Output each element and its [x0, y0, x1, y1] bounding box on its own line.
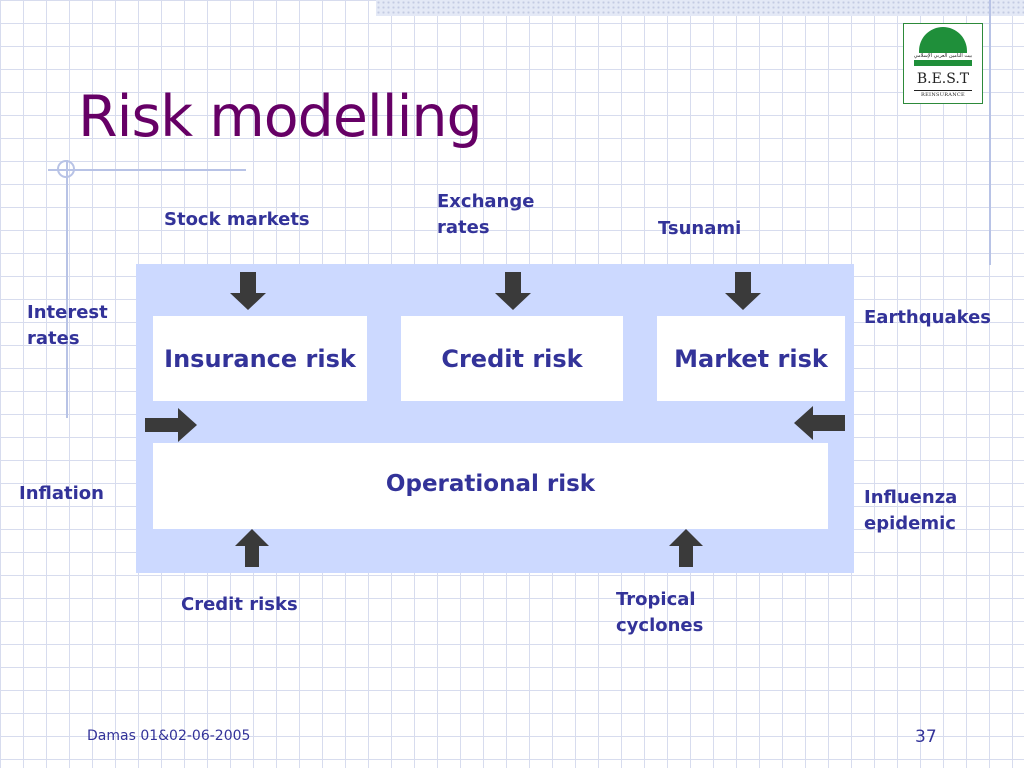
down-arrow-icon [495, 272, 531, 310]
label-credit-risks: Credit risks [181, 594, 298, 615]
operational-risk-box: Operational risk [153, 443, 828, 529]
label-exchange-rates: Exchange rates [437, 189, 534, 241]
insurance-risk-label: Insurance risk [164, 344, 356, 373]
label-tropical-line1: Tropical [616, 589, 696, 610]
title-circle-ornament [57, 160, 75, 178]
label-influenza-epidemic: Influenza epidemic [864, 485, 957, 537]
up-arrow-icon [235, 529, 269, 567]
label-exchange-rates-line1: Exchange [437, 191, 535, 212]
label-stock-markets: Stock markets [164, 209, 310, 230]
down-arrow-icon [230, 272, 266, 310]
slide-title: Risk modelling [78, 84, 483, 150]
left-vertical-rule [66, 160, 68, 418]
market-risk-box: Market risk [657, 316, 845, 401]
label-tsunami: Tsunami [658, 218, 742, 239]
label-exchange-rates-line2: rates [437, 217, 490, 238]
label-inflation: Inflation [19, 483, 104, 504]
label-interest-rates: Interest rates [27, 300, 108, 352]
right-vertical-rule [989, 0, 991, 265]
operational-risk-label: Operational risk [385, 471, 596, 497]
label-tropical-cyclones: Tropical cyclones [616, 587, 703, 639]
title-underline-rule [48, 169, 246, 171]
label-earthquakes: Earthquakes [864, 307, 991, 328]
credit-risk-box: Credit risk [401, 316, 623, 401]
top-decorative-band [376, 0, 1024, 16]
logo-name: B.E.S.T [916, 71, 970, 87]
page-number: 37 [915, 727, 937, 747]
market-risk-label: Market risk [674, 344, 828, 373]
up-arrow-icon [669, 529, 703, 567]
logo-subtitle: REINSURANCE [921, 92, 965, 98]
slide-footer: Damas 01&02-06-2005 [87, 728, 251, 744]
insurance-risk-box: Insurance risk [153, 316, 367, 401]
label-influenza-line1: Influenza [864, 487, 958, 508]
credit-risk-label: Credit risk [441, 344, 583, 373]
logo-divider [914, 90, 972, 91]
left-arrow-icon [794, 406, 845, 440]
logo-arabic-text: بيت التأمين العربي الإسلامي [913, 53, 973, 59]
label-tropical-line2: cyclones [616, 615, 704, 636]
right-arrow-icon [145, 408, 197, 442]
label-influenza-line2: epidemic [864, 513, 956, 534]
label-interest-rates-line2: rates [27, 328, 80, 349]
best-logo: بيت التأمين العربي الإسلامي B.E.S.T REIN… [903, 23, 983, 104]
label-interest-rates-line1: Interest [27, 302, 108, 323]
logo-green-bar [914, 60, 972, 66]
down-arrow-icon [725, 272, 761, 310]
